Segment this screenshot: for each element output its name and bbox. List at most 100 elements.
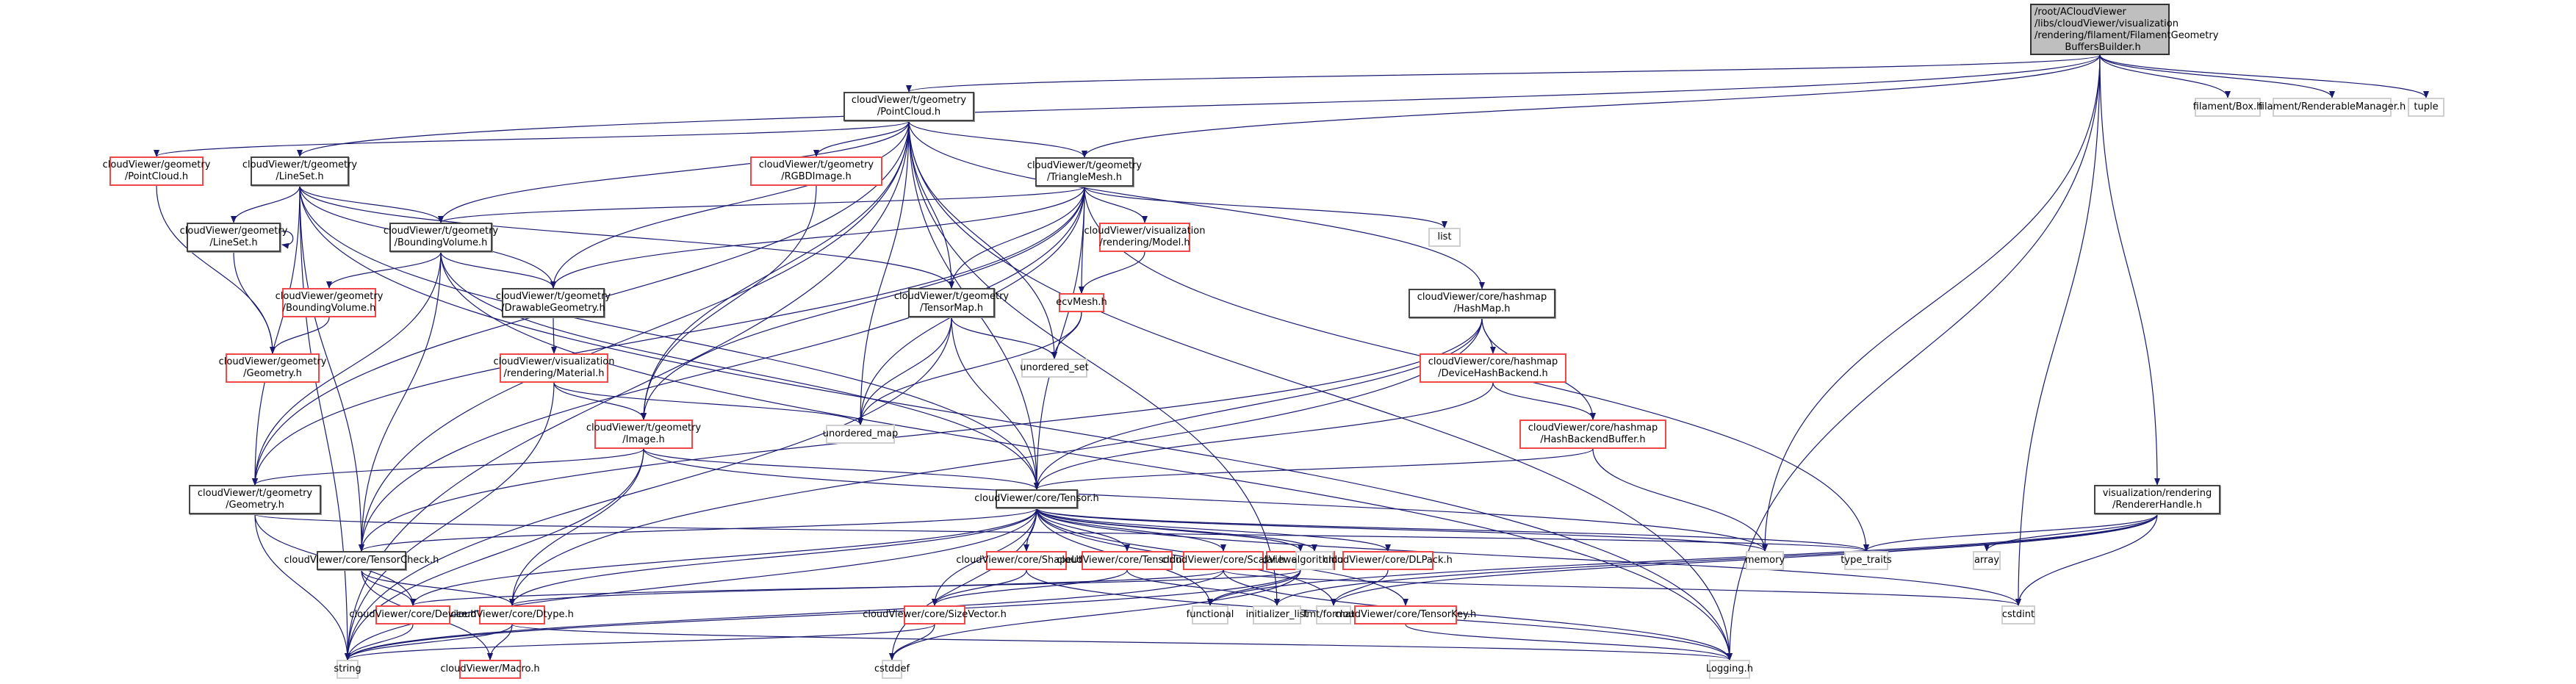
node-geometry-pointcloud[interactable]: cloudViewer/geometry /PointCloud.h (103, 156, 210, 186)
node-core-scalar[interactable]: cloudViewer/core/Scalar.h (1162, 551, 1285, 570)
node-core-dtype[interactable]: cloudViewer/core/Dtype.h (450, 605, 574, 624)
node-t-drawablegeometry[interactable]: cloudViewer/t/geometry /DrawableGeometry… (496, 288, 611, 317)
edge-hashmap-to-tensorcheck (359, 317, 1483, 552)
node-t-pointcloud[interactable]: cloudViewer/t/geometry /PointCloud.h (843, 92, 974, 121)
node-visualization-material[interactable]: cloudViewer/visualization /rendering/Mat… (494, 353, 615, 383)
node-hashmap[interactable]: cloudViewer/core/hashmap /HashMap.h (1408, 289, 1555, 318)
node-core-dlpack[interactable]: cloudViewer/core/DLPack.h (1323, 551, 1453, 570)
node-filament-renderablemanager[interactable]: filament/RenderableManager.h (2259, 98, 2406, 117)
edge-devicehash-to-tensor (1034, 382, 1494, 490)
node-t-lineset[interactable]: cloudViewer/t/geometry /LineSet.h (242, 156, 357, 186)
node-array[interactable]: array (1973, 551, 2001, 570)
edge-dlpack-to-fmt_format (1331, 569, 1389, 606)
node-geometry-geometry[interactable]: cloudViewer/geometry /Geometry.h (219, 353, 326, 383)
node-core-tensorcheck[interactable]: cloudViewer/core/TensorCheck.h (284, 551, 439, 570)
edge-root-to-t_trianglemesh (1082, 54, 2101, 158)
node-logging[interactable]: Logging.h (1706, 660, 1753, 679)
edge-t_boundingvolume-to-t_drawable (440, 251, 556, 289)
node-hashbackendbuffer[interactable]: cloudViewer/core/hashmap /HashBackendBuf… (1519, 420, 1666, 449)
edge-sizevector-to-string (345, 624, 935, 660)
edge-t_boundingvolume-to-g_boundingvolume (326, 251, 442, 289)
edge-t_boundingvolume-to-tensorcheck (359, 251, 442, 552)
edge-tensorinit-to-sizevector (932, 569, 1128, 606)
node-algorithm[interactable]: algorithm (1292, 551, 1337, 570)
node-t-tensormap[interactable]: cloudViewer/t/geometry /TensorMap.h (894, 288, 1009, 317)
node-core-tensorkey[interactable]: cloudViewer/core/TensorKey.h (1335, 605, 1476, 624)
edge-tensor-to-dtype (509, 508, 1037, 606)
edge-tensorinit-to-initializer_list (1126, 569, 1280, 606)
edge-t_image-to-t_geometry (252, 448, 644, 486)
node-string[interactable]: string (334, 660, 361, 679)
node-memory[interactable]: memory (1745, 551, 1785, 570)
edge-t_lineset-to-tensorcheck (299, 185, 364, 552)
edge-t_image-to-tensor (643, 448, 1040, 490)
edge-tensor-to-cstddef (889, 508, 1037, 660)
edge-hashmap-to-tensor (1034, 317, 1483, 490)
edge-tensorkey-to-logging (1405, 624, 1733, 660)
node-tuple[interactable]: tuple (2408, 98, 2444, 117)
edge-t_geometry-to-type_traits (254, 514, 1869, 552)
node-filament-box[interactable]: filament/Box.h (2193, 98, 2262, 117)
node-t-image[interactable]: cloudViewer/t/geometry /Image.h (586, 420, 701, 449)
edge-t_boundingvolume-to-logging (440, 251, 1733, 660)
node-unordered-set[interactable]: unordered_set (1020, 359, 1089, 378)
node-visualization-model[interactable]: cloudViewer/visualization /rendering/Mod… (1084, 223, 1206, 252)
edge-renderhandle-to-type_traits (1863, 514, 2158, 552)
edge-dtype-to-logging (511, 624, 1733, 660)
edge-tensor-to-cstdint (1036, 508, 2021, 606)
edge-t_rgbd-to-t_image (641, 185, 817, 420)
node-type-traits[interactable]: type_traits (1841, 551, 1892, 570)
edge-t_lineset-to-g_lineset (231, 185, 301, 223)
edge-tensor-to-dlpack (1036, 508, 1391, 552)
node-ecvmesh[interactable]: ecvMesh.h (1056, 293, 1107, 312)
edge-ecvmesh-to-unordered_set (1051, 312, 1082, 359)
node-root-file[interactable]: /root/ACloudViewer /libs/cloudViewer/vis… (2030, 4, 2218, 55)
node-devicehashbackend[interactable]: cloudViewer/core/hashmap /DeviceHashBack… (1420, 353, 1566, 383)
edge-t_pointcloud-to-logging (908, 120, 1733, 660)
edge-vis_model-to-ecvmesh (1079, 251, 1145, 294)
node-initializer-list[interactable]: initializer_list (1245, 605, 1309, 624)
edge-scalar-to-cstdint (1223, 569, 2021, 606)
edge-t_pointcloud-to-t_image (641, 120, 910, 420)
edge-vis_material-to-unordered_map (553, 382, 863, 425)
node-rendererhandle[interactable]: visualization/rendering /RendererHandle.… (2094, 485, 2220, 514)
edge-devicehash-to-hashbuffer (1492, 382, 1596, 420)
node-geometry-boundingvolume[interactable]: cloudViewer/geometry /BoundingVolume.h (276, 288, 383, 317)
edge-t_pointcloud-to-t_drawable (550, 120, 910, 289)
node-core-tensorinit[interactable]: cloudViewer/core/TensorInit.h (1057, 551, 1198, 570)
edge-t_trianglemesh-to-t_geometry (252, 186, 1085, 486)
node-core-tensor[interactable]: cloudViewer/core/Tensor.h (974, 489, 1099, 508)
node-core-sizevector[interactable]: cloudViewer/core/SizeVector.h (863, 605, 1007, 624)
edge-t_pointcloud-to-t_rgbd (813, 120, 910, 157)
node-t-boundingvolume[interactable]: cloudViewer/t/geometry /BoundingVolume.h (384, 223, 498, 252)
node-cloudviewer-macro[interactable]: cloudViewer/Macro.h (440, 660, 540, 679)
edge-hashbuffer-to-memory (1592, 448, 1768, 552)
node-cstddef[interactable]: cstddef (874, 660, 910, 679)
edge-tensor-to-type_traits (1036, 508, 1869, 552)
edge-blob-to-cstddef (889, 569, 1301, 660)
node-unordered-map[interactable]: unordered_map (823, 425, 898, 444)
node-core-shapeutil[interactable]: cloudViewer/core/ShapeUtil.h (956, 551, 1097, 570)
edge-t_pointcloud-to-unordered_map (857, 120, 910, 425)
edge-tensor-to-algorithm (1036, 508, 1317, 552)
edge-t_tensormap-to-unordered_set (951, 317, 1057, 359)
node-geometry-lineset[interactable]: cloudViewer/geometry /LineSet.h (180, 223, 287, 252)
node-t-rgbdimage[interactable]: cloudViewer/t/geometry /RGBDImage.h (750, 156, 882, 186)
node-fmt-format[interactable]: fmt/format.h (1303, 605, 1364, 624)
edge-renderhandle-to-initializer_list (1274, 514, 2158, 606)
edge-tensor-to-sizevector (932, 508, 1037, 606)
edge-t_lineset-to-tensor (299, 185, 1040, 490)
node-t-trianglemesh[interactable]: cloudViewer/t/geometry /TriangleMesh.h (1027, 157, 1142, 187)
node-functional[interactable]: functional (1187, 605, 1234, 624)
edge-t_trianglemesh-to-t_drawable (550, 186, 1085, 289)
edge-t_lineset-to-t_tensormap (299, 185, 954, 289)
edge-t_trianglemesh-to-t_image (641, 186, 1085, 420)
node-cstdint[interactable]: cstdint (2001, 605, 2035, 624)
node-list[interactable]: list (1428, 228, 1461, 247)
edge-t_boundingvolume-to-tensor (440, 251, 1040, 490)
edge-t_lineset-to-t_boundingvolume (299, 185, 444, 223)
edge-root-to-cstdint (2015, 54, 2101, 606)
node-core-device[interactable]: cloudViewer/core/Device.h (349, 605, 477, 624)
node-t-geometry[interactable]: cloudViewer/t/geometry /Geometry.h (189, 485, 321, 514)
edge-ecvmesh-to-unordered_map (857, 312, 1082, 425)
